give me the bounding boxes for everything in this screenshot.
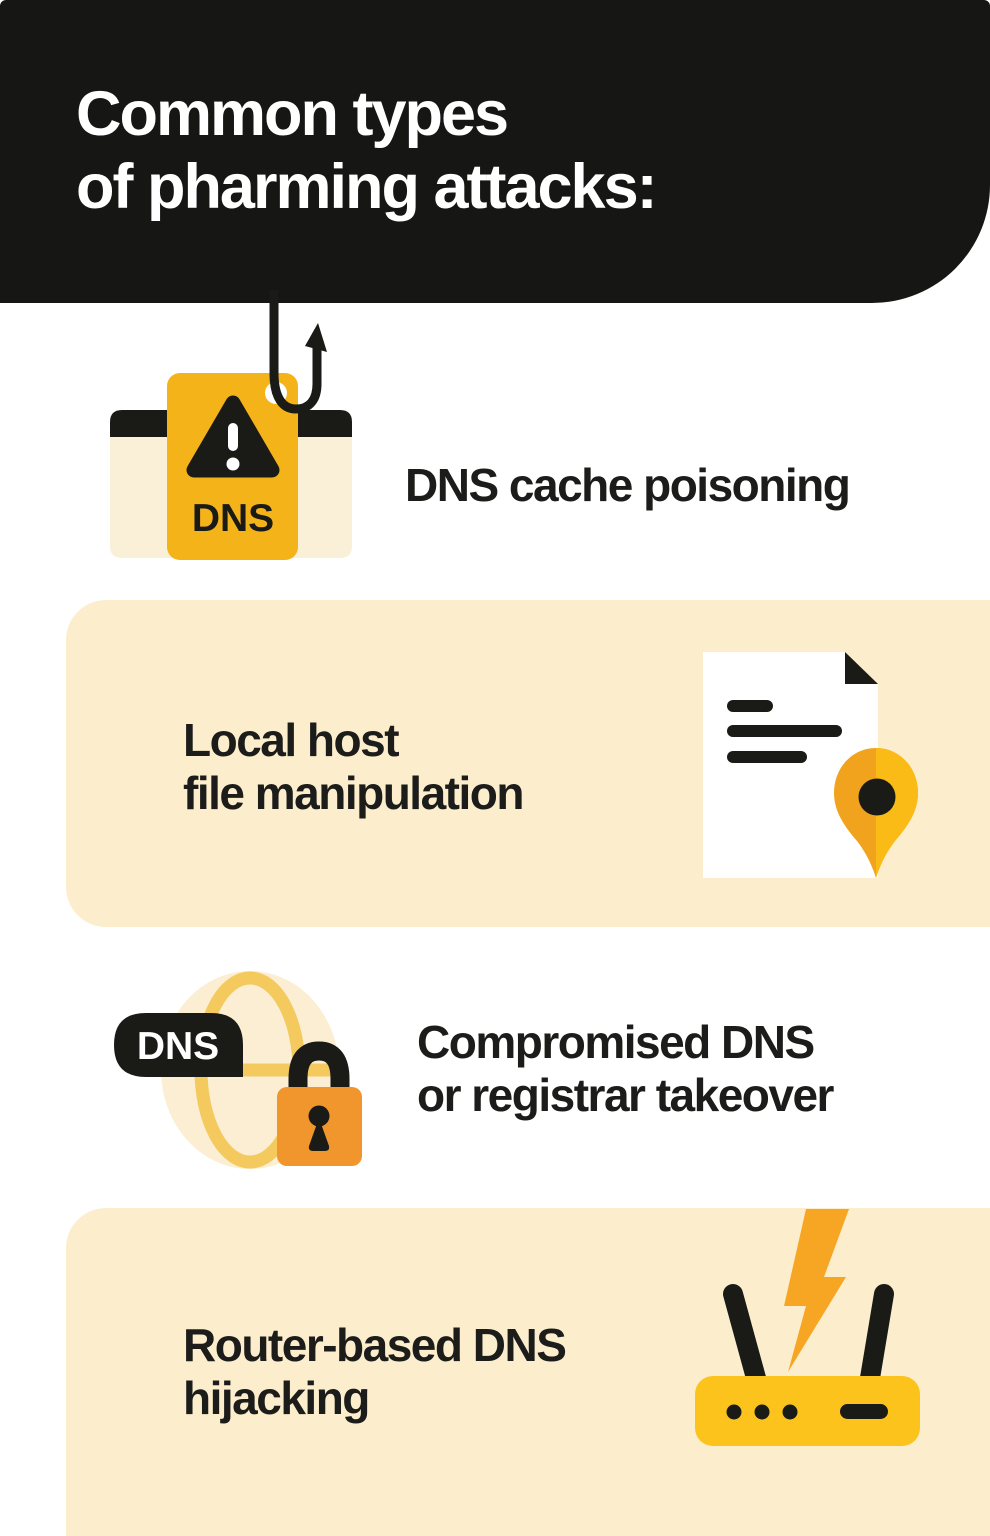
location-pin-highlight	[876, 748, 918, 878]
warning-exclamation-bar	[228, 423, 238, 451]
router-lightning-icon	[695, 1209, 920, 1446]
page-title: Common types of pharming attacks:	[76, 78, 658, 224]
item-router-based-dns-hijacking: Router-based DNS hijacking	[183, 1319, 567, 1425]
document-text-line	[727, 751, 807, 763]
router-led-dot	[754, 1404, 770, 1420]
router-antenna-right	[860, 1284, 894, 1388]
item-local-host-file-manipulation: Local host file manipulation	[183, 714, 524, 820]
router-antenna-left	[723, 1284, 766, 1388]
location-pin-hole	[858, 778, 896, 816]
fishing-hook-barb	[305, 323, 327, 352]
item-label-line: Router-based DNS	[183, 1319, 567, 1371]
padlock-shackle	[288, 1041, 350, 1090]
document-text-line	[727, 725, 842, 737]
document-fold-corner	[845, 652, 878, 684]
item-label-line: or registrar takeover	[417, 1069, 834, 1121]
dns-pill-label: DNS	[137, 1025, 219, 1068]
item-compromised-dns-registrar: Compromised DNS or registrar takeover	[417, 1016, 834, 1122]
header-panel: Common types of pharming attacks:	[0, 0, 990, 303]
router-port-dash	[840, 1404, 888, 1419]
router-body	[695, 1376, 920, 1446]
dns-tag-label: DNS	[192, 497, 274, 540]
router-led-dot	[726, 1404, 742, 1420]
item-label-line: Local host	[183, 714, 400, 766]
page-title-line-1: Common types	[76, 79, 509, 149]
item-label-line: file manipulation	[183, 767, 524, 819]
document-text-line	[727, 700, 773, 712]
router-led-dot	[782, 1404, 798, 1420]
globe-lock-icon: DNS	[114, 971, 362, 1169]
item-dns-cache-poisoning: DNS cache poisoning	[405, 459, 851, 512]
document-location-icon	[703, 652, 918, 878]
padlock-keyhole	[308, 1105, 330, 1127]
page-title-line-2: of pharming attacks:	[76, 152, 658, 222]
item-label-line: DNS cache poisoning	[405, 459, 851, 511]
item-label-line: Compromised DNS	[417, 1016, 815, 1068]
hooked-dns-file-icon: DNS	[110, 290, 352, 560]
padlock-keyhole-flare	[308, 1118, 330, 1151]
item-label-line: hijacking	[183, 1372, 370, 1424]
dns-pill	[114, 1013, 243, 1077]
fishing-hook-icon	[269, 290, 322, 414]
card-router-dns-hijacking	[66, 1208, 990, 1536]
warning-exclamation-dot	[226, 457, 240, 471]
lightning-bolt-icon	[784, 1209, 849, 1372]
